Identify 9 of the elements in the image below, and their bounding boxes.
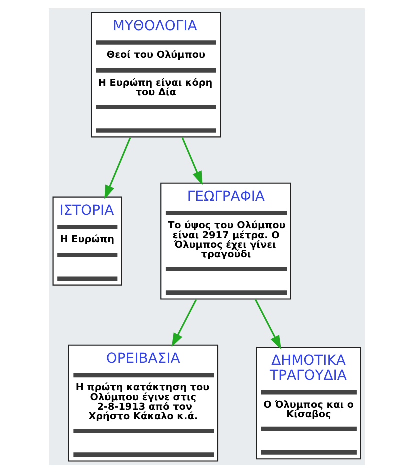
- arrow: [172, 299, 198, 348]
- node-box: ΟΡΕΙΒΑΣΙΑ Η πρώτη κατάκτηση του Ολύμπου έγινε στις 2-8-1913 από τον Χρήστο Κάκαλο κ.ά.: [68, 344, 219, 462]
- node-box: ΙΣΤΟΡΙΑ Η Ευρώπη: [52, 196, 122, 286]
- node-box: ΓΕΩΓΡΑΦΙΑ Το ύψος του Ολύμπου είναι 2917 μέτρα. Ο Όλυμπος έχει γίνει τραγούδι: [160, 182, 292, 300]
- node-box: ΔΗΜΟΤΙΚΑ ΤΡΑΓΟΥΔΙΑ Ο Όλυμπος και ο Κίσαβος: [256, 346, 362, 460]
- arrow: [254, 299, 282, 350]
- arrow: [104, 137, 132, 200]
- node-box: ΜΥΘΟΛΟΓΙΑ Θεοί του Ολύμπου Η Ευρώπη είναι κόρη του Δία: [91, 12, 222, 138]
- arrow: [182, 137, 203, 186]
